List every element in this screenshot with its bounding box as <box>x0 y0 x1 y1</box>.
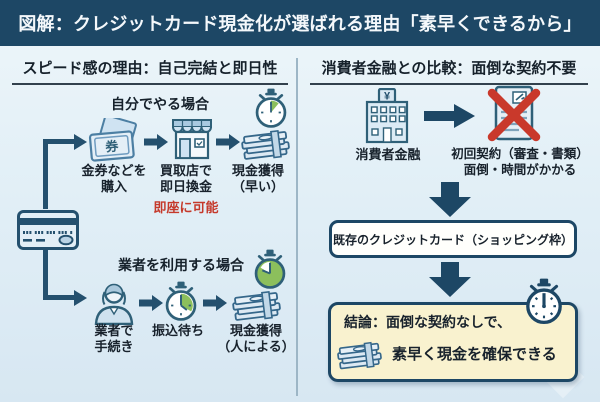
left-panel-header: スピード感の理由：自己完結と即日性 <box>12 57 288 85</box>
gift-ticket-icon: 券 <box>88 118 137 162</box>
cash-stack-icon <box>241 129 290 160</box>
instant-note: 即座に可能 <box>153 200 219 215</box>
conclusion-line2: 素早く現金を確保できる <box>392 346 557 363</box>
existing-card-box: 既存のクレジットカード（ショッピング枠） <box>329 220 577 258</box>
step-label-get-cash-fast: 現金獲得 （早い） <box>231 163 284 195</box>
cash-stack-icon <box>232 290 281 321</box>
step-label-get-cash-depends: 現金獲得 （人による） <box>217 323 295 355</box>
connector-top-horizontal <box>43 139 74 144</box>
connector-top-vertical <box>43 139 48 209</box>
stopwatch-conclusion-icon <box>526 278 562 325</box>
existing-card-label: 既存のクレジットカード（ショッピング枠） <box>332 232 573 247</box>
consumer-finance-label: 消費者金融 <box>355 147 421 162</box>
stopwatch-wait-icon <box>165 281 197 321</box>
step-label-wait-transfer: 振込待ち <box>151 323 204 338</box>
conclusion-line1: 結論：面倒な契約なしで、 <box>344 314 512 330</box>
step-label-shop-exchange: 買取店で 即日換金 <box>159 163 212 195</box>
step-label-buy-tickets: 金券などを 購入 <box>81 163 147 195</box>
connector-bottom-horizontal <box>43 295 74 300</box>
step-label-agent-procedure: 業者で 手続き <box>94 323 134 355</box>
flow-arrow-icon <box>216 134 240 150</box>
red-x-icon <box>487 88 541 142</box>
stopwatch-self-icon <box>255 88 287 128</box>
panel-divider <box>296 58 298 396</box>
bank-yen-symbol: ¥ <box>384 91 391 103</box>
connector-top-arrowhead-icon <box>74 133 87 150</box>
rejected-contract-label: 初回契約（審査・書類） 面倒・時間がかかる <box>451 147 589 177</box>
title-bar: 図解：クレジットカード現金化が選ばれる理由「素早くできるから」 <box>0 0 600 46</box>
flow-arrow-icon <box>203 295 227 311</box>
credit-card-icon <box>17 210 79 250</box>
right-panel-header: 消費者金融との比較：面倒な契約不要 <box>310 57 588 85</box>
ticket-kanji: 券 <box>104 138 120 154</box>
stopwatch-agent-icon <box>254 249 286 289</box>
down-arrow-icon <box>429 262 471 297</box>
cash-stack-icon <box>337 341 382 370</box>
connector-bottom-arrowhead-icon <box>74 289 87 306</box>
self-case-heading: 自分でやる場合 <box>111 96 209 112</box>
page-title: 図解：クレジットカード現金化が選ばれる理由「素早くできるから」 <box>18 14 582 34</box>
down-arrow-icon <box>429 182 471 217</box>
flow-arrow-icon <box>139 295 163 311</box>
right-arrow-icon <box>424 104 475 128</box>
shop-icon <box>172 119 212 160</box>
connector-bottom-vertical <box>43 250 48 300</box>
bank-icon: ¥ <box>365 88 409 144</box>
agent-person-icon <box>94 283 134 325</box>
rejected-contract-icon <box>487 85 541 142</box>
flow-arrow-icon <box>144 134 168 150</box>
agent-case-heading: 業者を利用する場合 <box>118 257 244 273</box>
